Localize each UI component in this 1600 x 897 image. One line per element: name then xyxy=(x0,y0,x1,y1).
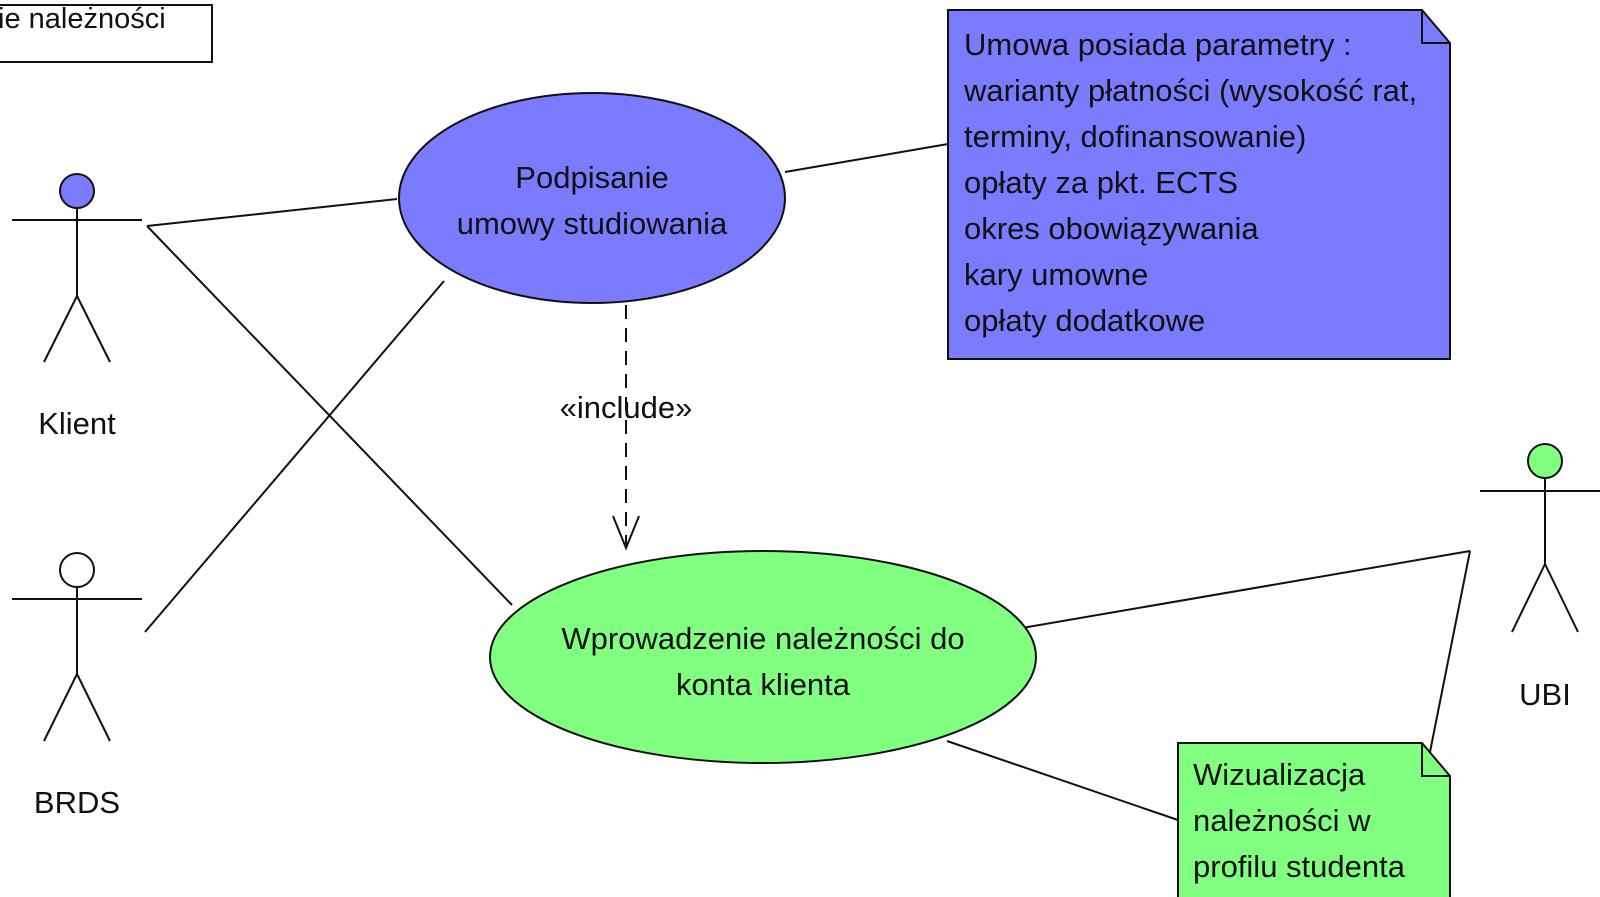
actor-ubi[interactable]: UBI xyxy=(1480,443,1600,712)
note-shape xyxy=(947,9,1451,360)
use-case-label-line-1: Podpisanie xyxy=(515,160,668,195)
ubi-note-anchor[interactable] xyxy=(1427,550,1471,763)
use-case-label-line-2: konta klienta xyxy=(676,667,851,702)
actor-head xyxy=(59,173,95,209)
note-line: opłaty dodatkowe xyxy=(964,303,1205,338)
frame-title: ie należności xyxy=(0,3,166,35)
use-case-wprowadzenie-naleznosci[interactable]: Wprowadzenie należności do konta klienta xyxy=(489,550,1037,764)
actor-klient[interactable]: Klient xyxy=(12,173,142,441)
actor-brds[interactable]: BRDS xyxy=(12,552,142,820)
actor-head xyxy=(1527,443,1563,479)
use-case-label-line-1: Wprowadzenie należności do xyxy=(561,621,964,656)
note-line: Umowa posiada parametry : xyxy=(964,27,1352,62)
brds-podpisanie-association[interactable] xyxy=(144,280,445,633)
actor-leg-right xyxy=(76,673,111,742)
use-case-podpisanie-umowy[interactable]: Podpisanie umowy studiowania xyxy=(398,92,786,304)
note-line: kary umowne xyxy=(964,257,1148,292)
note-dogear xyxy=(1421,743,1450,777)
actor-leg-left xyxy=(1511,563,1546,633)
actor-leg-left xyxy=(43,673,78,742)
use-case-label-line-2: umowy studiowania xyxy=(457,206,728,241)
note-wizualizacja[interactable]: Wizualizacja należności w profilu studen… xyxy=(1177,742,1451,897)
connectors xyxy=(144,143,1471,821)
use-case-ellipse[interactable] xyxy=(398,92,786,304)
actor-leg-left xyxy=(43,295,78,363)
use-case-ellipse[interactable] xyxy=(489,550,1037,764)
note-line: warianty płatności (wysokość rat, xyxy=(963,73,1417,108)
note-shape xyxy=(1177,742,1451,897)
klient-podpisanie-association[interactable] xyxy=(146,198,398,227)
umowa-note-anchor[interactable] xyxy=(784,143,949,173)
include-dependency[interactable]: «include» xyxy=(560,305,693,551)
actor-leg-right xyxy=(76,295,111,363)
include-label: «include» xyxy=(560,390,693,425)
actor-name: Klient xyxy=(38,406,116,441)
note-line: okres obowiązywania xyxy=(964,211,1259,246)
actor-name: UBI xyxy=(1519,677,1571,712)
actor-leg-right xyxy=(1544,563,1579,633)
note-dogear xyxy=(1421,10,1450,44)
note-line: terminy, dofinansowanie) xyxy=(964,119,1306,154)
note-umowa-parametry[interactable]: Umowa posiada parametry : warianty płatn… xyxy=(947,9,1451,360)
note-line: Wizualizacja xyxy=(1193,757,1366,792)
note-line: opłaty za pkt. ECTS xyxy=(964,165,1238,200)
wizualizacja-note-anchor[interactable] xyxy=(946,740,1179,821)
frame-fragment: ie należności xyxy=(0,3,213,63)
actor-name: BRDS xyxy=(34,785,120,820)
actor-head xyxy=(59,552,95,588)
note-line: profilu studenta xyxy=(1193,849,1406,884)
note-line: należności w xyxy=(1193,803,1371,838)
ubi-wprowadzenie-association[interactable] xyxy=(1015,550,1471,630)
